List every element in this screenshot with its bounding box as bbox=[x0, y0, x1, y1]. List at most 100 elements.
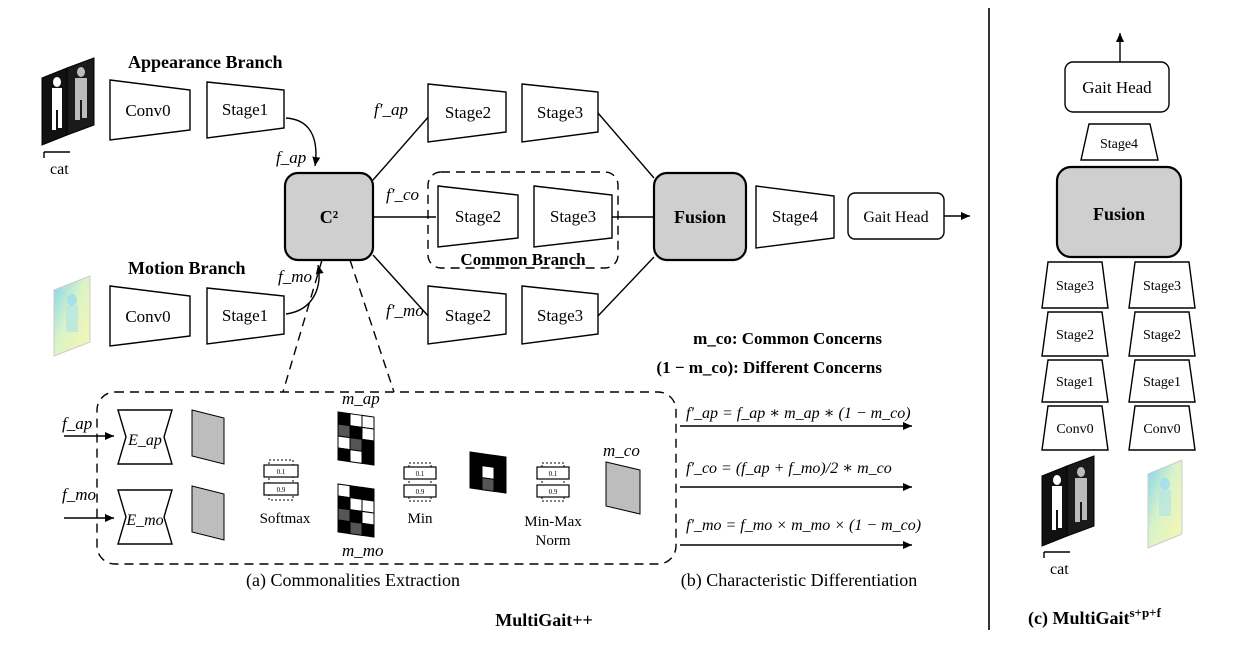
f-mo-label: f_mo bbox=[278, 267, 312, 286]
svg-text:0.1: 0.1 bbox=[277, 468, 286, 476]
common-stage3-block: Stage3 bbox=[533, 185, 613, 248]
svg-text:0.9: 0.9 bbox=[277, 486, 286, 494]
svg-text:Stage3: Stage3 bbox=[1143, 279, 1181, 294]
c2-module: C² bbox=[283, 171, 375, 262]
svg-text:Fusion: Fusion bbox=[674, 207, 726, 227]
right-cat-label: cat bbox=[1050, 561, 1069, 578]
common-stage2-block: Stage2 bbox=[437, 185, 519, 248]
equation-f-mo: f′_mo = f_mo × m_mo × (1 − m_co) bbox=[686, 517, 921, 534]
right-left-stage2-block: Stage2 bbox=[1041, 311, 1109, 357]
mask-min-result bbox=[469, 451, 507, 494]
mask-m-mo bbox=[337, 483, 375, 538]
right-gait-head-block: Gait Head bbox=[1064, 61, 1170, 113]
right-cat-bracket bbox=[1043, 551, 1070, 558]
detail-f-mo-label: f_mo bbox=[62, 485, 96, 504]
f-ap-label: f_ap bbox=[276, 148, 306, 167]
softmax-icon: 0.1 0.9 bbox=[263, 459, 299, 501]
svg-text:0.9: 0.9 bbox=[416, 488, 425, 496]
ap-to-fusion-line bbox=[597, 112, 655, 179]
right-appearance-input-image bbox=[1041, 455, 1095, 547]
softmax-label: Softmax bbox=[260, 511, 311, 527]
mo-to-fusion-line bbox=[597, 256, 655, 317]
motion-branch-title: Motion Branch bbox=[128, 258, 246, 278]
legend-different-concerns: (1 − m_co): Different Concerns bbox=[656, 358, 882, 377]
m-ap-label: m_ap bbox=[342, 389, 380, 408]
right-left-conv0-block: Conv0 bbox=[1041, 405, 1109, 451]
caption-c: (c) MultiGaits+p+f bbox=[1028, 605, 1162, 629]
right-fusion-module: Fusion bbox=[1055, 165, 1183, 259]
caption-a: (a) Commonalities Extraction bbox=[246, 570, 460, 591]
detail-f-ap-label: f_ap bbox=[62, 414, 92, 433]
appearance-stage2-block: Stage2 bbox=[427, 83, 507, 143]
encoder-mo-block: E_mo bbox=[117, 489, 173, 545]
caption-b: (b) Characteristic Differentiation bbox=[681, 570, 918, 591]
fusion-module: Fusion bbox=[652, 171, 748, 262]
m-co-label: m_co bbox=[603, 441, 640, 460]
feature-map-mo bbox=[191, 485, 225, 541]
appearance-stage1-block: Stage1 bbox=[206, 81, 285, 139]
mask-m-co bbox=[605, 461, 641, 515]
svg-text:Conv0: Conv0 bbox=[125, 101, 170, 120]
common-branch-frame bbox=[427, 171, 619, 269]
svg-text:Stage3: Stage3 bbox=[1056, 279, 1094, 294]
feature-map-ap bbox=[191, 409, 225, 465]
m-mo-label: m_mo bbox=[342, 541, 384, 560]
right-motion-input-image bbox=[1147, 459, 1183, 549]
svg-text:Conv0: Conv0 bbox=[1056, 422, 1093, 437]
svg-text:Stage2: Stage2 bbox=[1143, 328, 1181, 343]
svg-text:Stage2: Stage2 bbox=[445, 103, 491, 122]
common-branch-title: Common Branch bbox=[460, 250, 586, 269]
f-mo-prime-label: f′_mo bbox=[386, 301, 424, 320]
svg-text:E_mo: E_mo bbox=[125, 512, 163, 529]
svg-text:0.1: 0.1 bbox=[549, 470, 558, 478]
f-ap-prime-label: f′_ap bbox=[374, 100, 408, 119]
f-mo-arrow bbox=[285, 264, 324, 315]
svg-text:Stage3: Stage3 bbox=[537, 103, 583, 122]
f-co-prime-label: f′_co bbox=[386, 185, 419, 204]
right-right-stage1-block: Stage1 bbox=[1128, 359, 1196, 403]
right-left-stage3-block: Stage3 bbox=[1041, 261, 1109, 309]
c2-to-mo-stage2 bbox=[372, 254, 431, 319]
min-max-norm-label-line1: Min-Max bbox=[524, 514, 582, 530]
zoom-line-right bbox=[349, 259, 395, 393]
svg-text:Stage1: Stage1 bbox=[1143, 375, 1181, 390]
svg-text:Conv0: Conv0 bbox=[1143, 422, 1180, 437]
appearance-input-image bbox=[41, 57, 95, 146]
stage4-block: Stage4 bbox=[755, 185, 835, 249]
cat-label: cat bbox=[50, 161, 69, 178]
svg-text:Fusion: Fusion bbox=[1093, 204, 1145, 224]
svg-text:Stage1: Stage1 bbox=[222, 100, 268, 119]
f-ap-arrow bbox=[285, 117, 321, 167]
motion-stage1-block: Stage1 bbox=[206, 287, 285, 345]
svg-text:Gait Head: Gait Head bbox=[1082, 78, 1152, 97]
appearance-conv0-block: Conv0 bbox=[109, 79, 191, 141]
min-max-norm-icon: 0.1 0.9 bbox=[536, 462, 570, 502]
equation-f-co: f′_co = (f_ap + f_mo)/2 ∗ m_co bbox=[686, 460, 892, 477]
svg-text:Stage3: Stage3 bbox=[537, 306, 583, 325]
svg-text:Stage1: Stage1 bbox=[1056, 375, 1094, 390]
encoder-ap-block: E_ap bbox=[117, 409, 173, 465]
min-label: Min bbox=[407, 511, 433, 527]
motion-conv0-block: Conv0 bbox=[109, 285, 191, 347]
right-left-stage1-block: Stage1 bbox=[1041, 359, 1109, 403]
svg-text:Stage2: Stage2 bbox=[455, 207, 501, 226]
svg-text:Stage2: Stage2 bbox=[1056, 328, 1094, 343]
right-right-stage3-block: Stage3 bbox=[1128, 261, 1196, 309]
mask-m-ap bbox=[337, 411, 375, 466]
right-stage4-block: Stage4 bbox=[1080, 123, 1159, 161]
motion-stage3-block: Stage3 bbox=[521, 285, 599, 345]
commonalities-extraction-frame bbox=[96, 391, 677, 565]
appearance-branch-title: Appearance Branch bbox=[128, 52, 283, 72]
right-right-stage2-block: Stage2 bbox=[1128, 311, 1196, 357]
svg-text:Gait Head: Gait Head bbox=[863, 209, 928, 226]
caption-main: MultiGait++ bbox=[495, 610, 593, 630]
svg-text:Stage2: Stage2 bbox=[445, 306, 491, 325]
svg-text:Conv0: Conv0 bbox=[125, 307, 170, 326]
svg-text:0.9: 0.9 bbox=[549, 488, 558, 496]
motion-stage2-block: Stage2 bbox=[427, 285, 507, 345]
right-right-conv0-block: Conv0 bbox=[1128, 405, 1196, 451]
motion-input-image bbox=[53, 275, 91, 357]
legend-common-concerns: m_co: Common Concerns bbox=[693, 329, 882, 348]
svg-text:0.1: 0.1 bbox=[416, 470, 425, 478]
